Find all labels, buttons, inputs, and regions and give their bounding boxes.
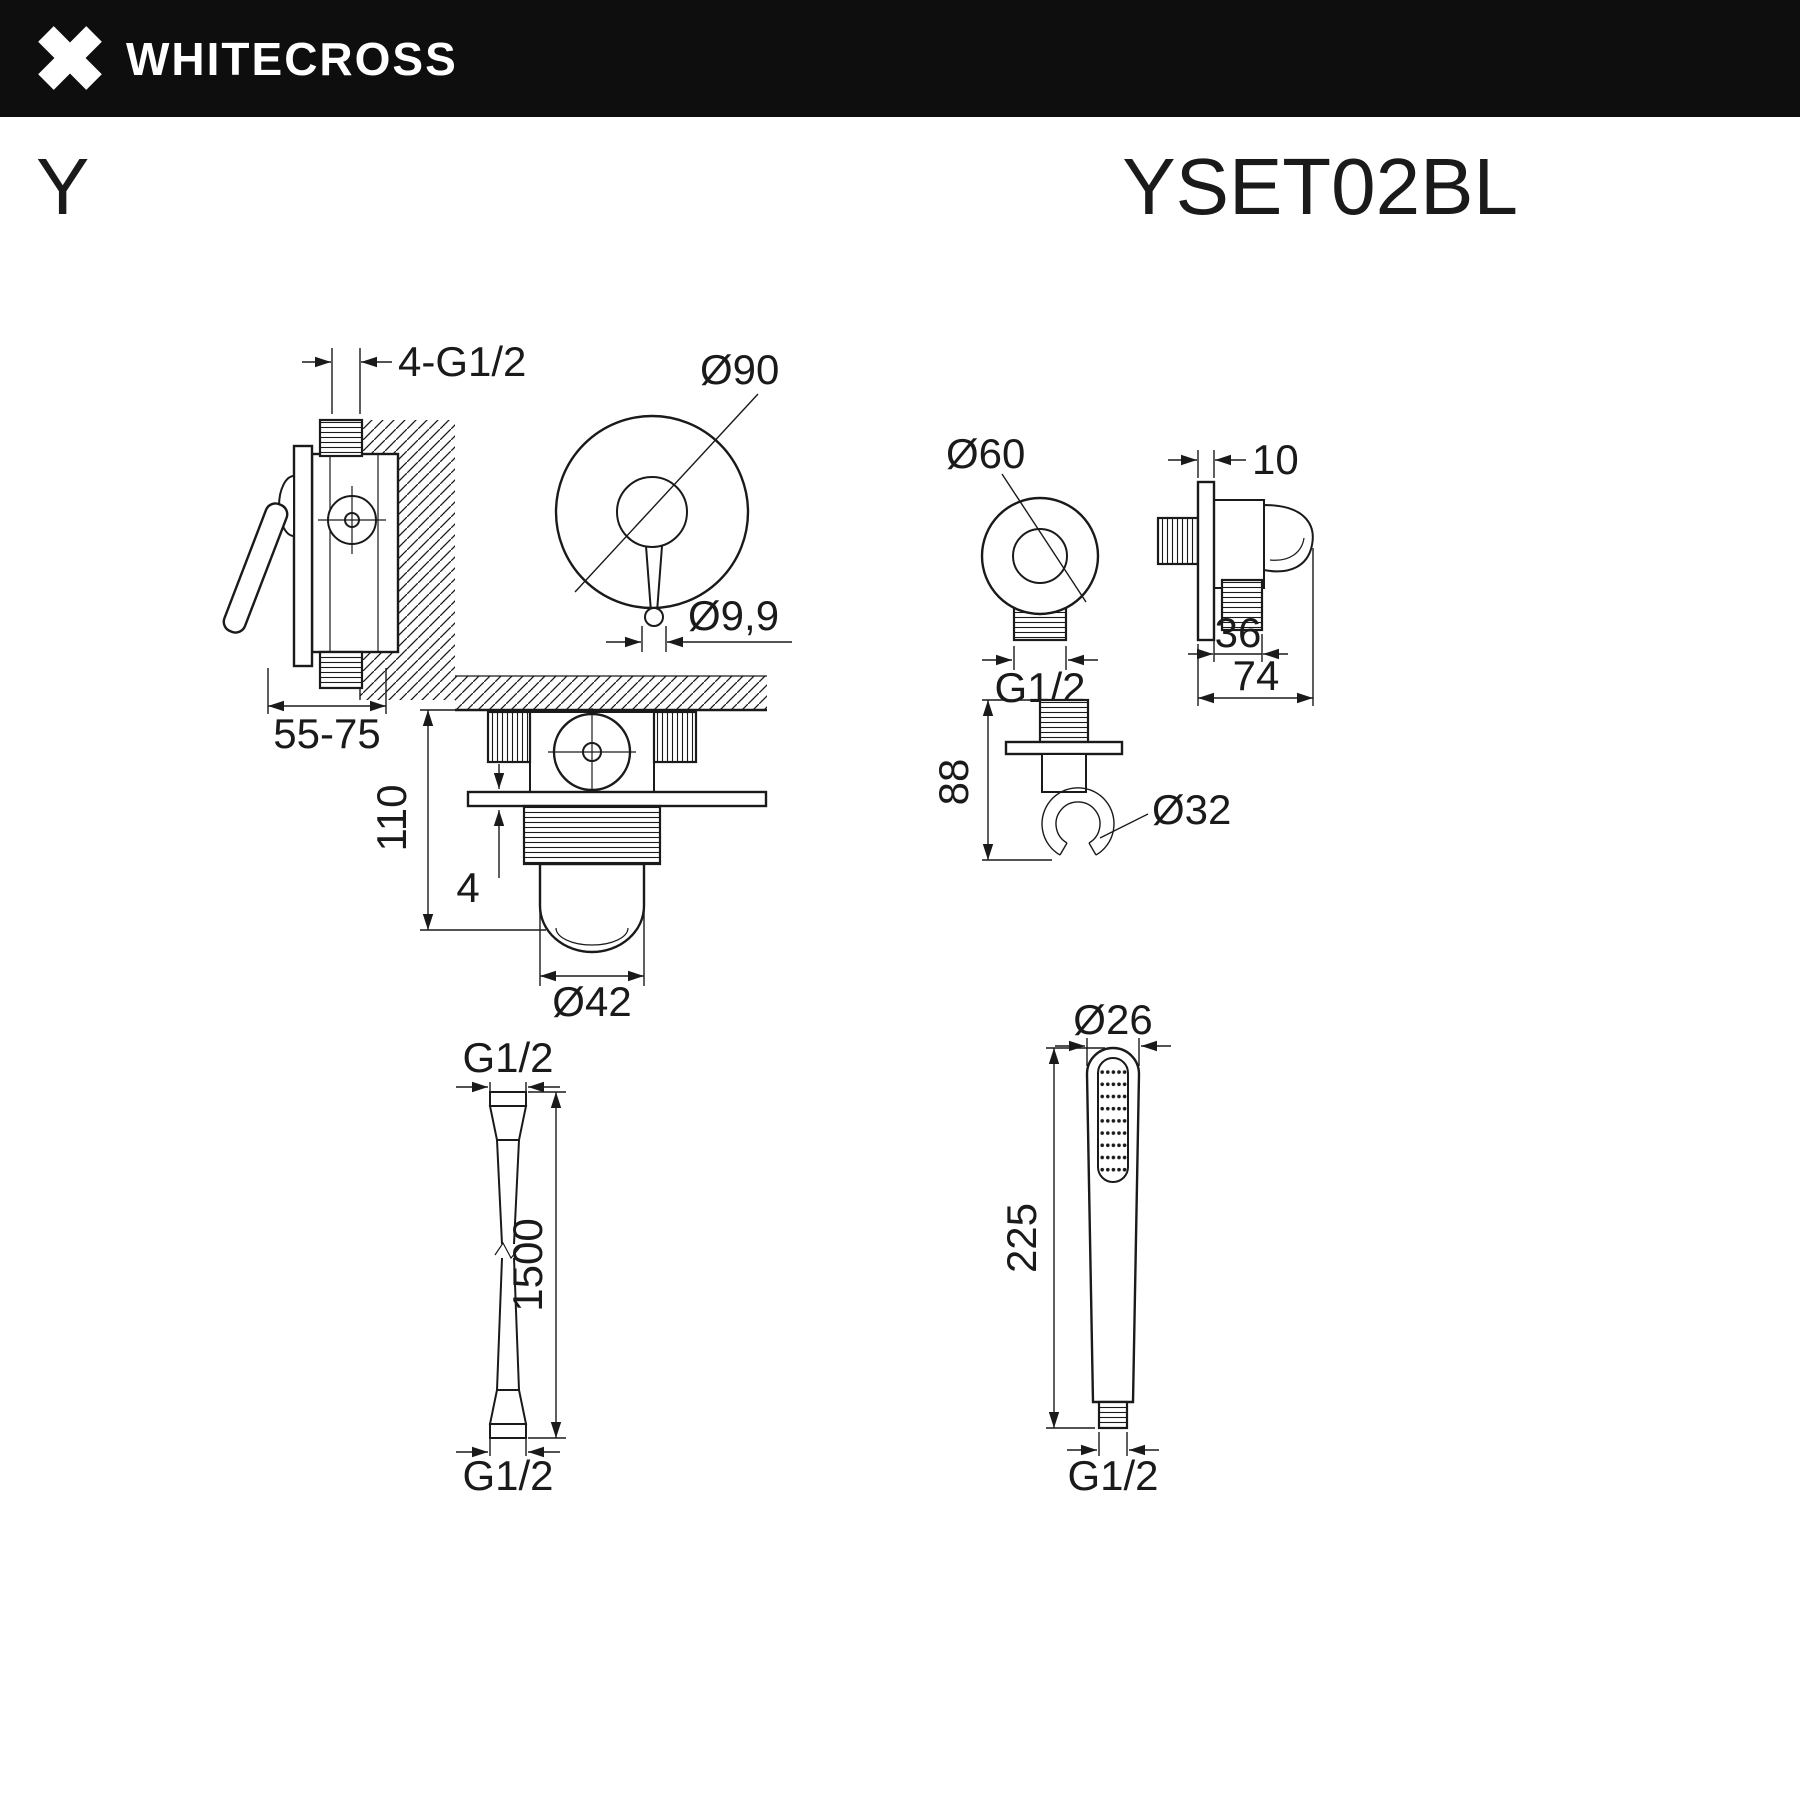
model-label: YSET02BL: [1122, 142, 1518, 231]
dim-hose-length: 1500: [504, 1091, 566, 1439]
hose-cone-bottom: [488, 1389, 528, 1425]
hose-nut-top: [489, 1091, 527, 1107]
diagram-outlet-front: Ø60 G1/2: [946, 430, 1100, 711]
dim-36: 36: [1188, 609, 1288, 662]
dim-depth: 55-75: [267, 668, 387, 757]
dim-225: 225: [998, 1047, 1105, 1429]
inlet-left-thread: [486, 710, 532, 764]
spray-nozzles: [1100, 1066, 1128, 1176]
handle-tip: [644, 607, 664, 627]
dim-hose-top-label: G1/2: [462, 1034, 553, 1081]
handle-lever: [222, 502, 289, 634]
holder-thread: [1038, 698, 1090, 744]
handshower-thread: [1097, 1400, 1129, 1430]
series-label: Y: [36, 142, 89, 231]
dim-handle-tip-label: Ø9,9: [688, 592, 779, 639]
outlet-body: [1213, 499, 1265, 589]
dim-36-label: 36: [1215, 609, 1262, 656]
inlet-thread-side: [1156, 516, 1200, 566]
hose-break-symbol: [494, 1241, 522, 1260]
holder-ring: [1041, 787, 1115, 856]
dim-26-label: Ø26: [1073, 996, 1152, 1043]
dim-handshower-thread-label: G1/2: [1067, 1452, 1158, 1499]
dim-spout: Ø42: [539, 908, 645, 1025]
escutcheon-plate-side: [292, 444, 314, 668]
dim-hose-bottom-label: G1/2: [462, 1452, 553, 1499]
down-outlet-thread: [1220, 578, 1264, 632]
dim-88: 88: [930, 699, 1052, 861]
header-bar: WHITECROSS: [0, 0, 1800, 117]
spout: [538, 862, 646, 954]
dim-32-label: Ø32: [1152, 786, 1231, 833]
dim-handshower-thread: G1/2: [1067, 1432, 1159, 1499]
holder-flange: [1004, 740, 1124, 756]
dim-225-label: 225: [998, 1203, 1045, 1273]
hose-cone-top: [488, 1105, 528, 1141]
holder-neck: [1041, 753, 1087, 793]
bottom-port-thread: [318, 650, 364, 690]
dim-head-26: Ø26: [1055, 996, 1171, 1066]
escutcheon-plate-top: [466, 790, 768, 808]
holder-hook: [1263, 503, 1314, 573]
wall-plate-side: [1196, 480, 1216, 642]
dim-hose-thread-top: G1/2: [456, 1034, 560, 1093]
dim-10-label: 10: [1252, 436, 1299, 483]
dim-hose-thread-bottom: G1/2: [456, 1438, 560, 1499]
diagram-outlet-side: 10 36 74: [1156, 436, 1314, 706]
header-bar-bg: [0, 0, 1800, 117]
diagram-mixer-front: Ø90 Ø9,9: [554, 346, 792, 652]
diagram-hose: G1/2 1500 G1/2: [456, 1034, 566, 1499]
dim-plate-4: 4: [456, 764, 505, 911]
dim-ports: 4-G1/2: [302, 338, 526, 414]
dim-handle-tip: Ø9,9: [606, 592, 792, 652]
dim-ports-label: 4-G1/2: [398, 338, 526, 385]
top-port-thread: [318, 418, 364, 458]
dim-plate-10: 10: [1168, 436, 1299, 483]
dim-88-label: 88: [930, 759, 977, 806]
diagram-mixer-side: 4-G1/2 55-75: [222, 338, 526, 757]
dim-depth-label: 55-75: [273, 710, 380, 757]
wall-hatch-top: [455, 676, 767, 710]
brand-logo-x-icon: [38, 26, 102, 90]
dim-110-label: 110: [368, 785, 415, 852]
dim-depth-110: 110: [368, 709, 546, 931]
diagram-holder: 88 Ø32: [930, 698, 1231, 861]
diagram-handshower: Ø26 225 G1/2: [998, 996, 1171, 1499]
dim-60-label: Ø60: [946, 430, 1025, 477]
brand-name: WHITECROSS: [126, 33, 458, 85]
dim-escutcheon-label: Ø90: [700, 346, 779, 393]
dim-32: Ø32: [1099, 786, 1231, 839]
diagram-mixer-top: Ø42 110 4: [368, 675, 768, 1025]
dim-74-label: 74: [1233, 652, 1280, 699]
sleeve-ribs: [522, 804, 662, 866]
hose-nut-bottom: [489, 1423, 527, 1439]
inlet-right-thread: [652, 710, 698, 764]
dim-4-label: 4: [456, 864, 479, 911]
dim-1500-label: 1500: [504, 1218, 551, 1311]
dim-spout-label: Ø42: [552, 978, 631, 1025]
dim-74: 74: [1197, 548, 1314, 706]
